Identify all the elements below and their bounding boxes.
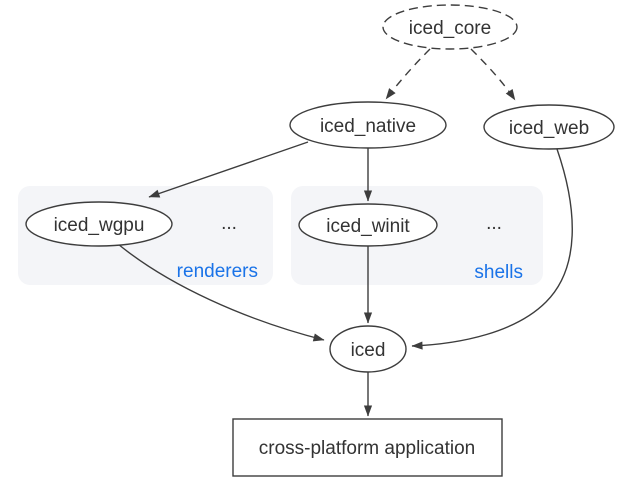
edge-iced-native-to-iced-wgpu — [148, 141, 309, 198]
node-application: cross-platform application — [232, 418, 503, 477]
node-iced-wgpu-ellipse — [25, 201, 173, 247]
node-iced-web: iced_web — [483, 104, 615, 150]
cluster-renderers-label: renderers — [177, 261, 258, 282]
cluster-shells-label: shells — [474, 262, 523, 283]
node-iced-native-ellipse — [289, 101, 447, 149]
edge-iced-core-to-iced-native — [385, 48, 431, 100]
edge-iced-core-to-iced-web — [470, 48, 516, 101]
node-iced-winit: iced_winit — [298, 203, 438, 247]
node-iced-wgpu-label: iced_wgpu — [54, 215, 145, 236]
node-iced-native: iced_native — [289, 101, 447, 149]
node-iced-winit-label: iced_winit — [326, 216, 410, 237]
node-iced-winit-ellipse — [298, 203, 438, 247]
node-iced-core: iced_core — [382, 4, 518, 50]
node-shells-more: ... — [486, 213, 502, 234]
node-iced-native-label: iced_native — [320, 116, 416, 137]
edge-iced-wgpu-to-iced — [117, 243, 325, 342]
node-shells-more-label: ... — [486, 213, 502, 234]
node-iced: iced — [329, 325, 407, 373]
node-iced-core-ellipse — [382, 4, 518, 50]
node-renderers-more-label: ... — [221, 213, 237, 234]
node-iced-web-ellipse — [483, 104, 615, 150]
node-iced-wgpu: iced_wgpu — [25, 201, 173, 247]
node-iced-web-label: iced_web — [509, 118, 589, 139]
node-iced-label: iced — [351, 340, 386, 361]
node-application-label: cross-platform application — [259, 438, 475, 459]
node-renderers-more: ... — [221, 213, 237, 234]
edge-iced-web-to-iced — [411, 148, 573, 350]
node-iced-ellipse — [329, 325, 407, 373]
node-iced-core-label: iced_core — [409, 18, 491, 39]
node-application-box — [232, 418, 503, 477]
